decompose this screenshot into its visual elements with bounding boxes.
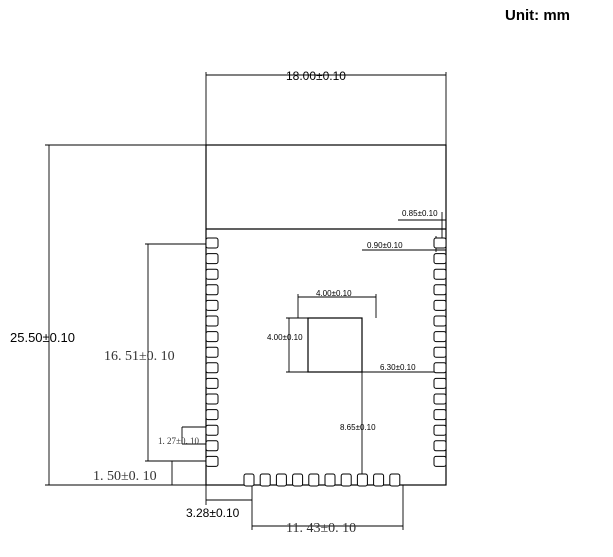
right-pin: [433, 424, 447, 436]
right-pin: [433, 377, 447, 389]
left-pin: [205, 440, 219, 452]
right-pin: [433, 393, 447, 405]
bottom-pin: [275, 473, 287, 487]
right-pin: [433, 315, 447, 327]
right-pin: [433, 253, 447, 265]
top-offset-label: 0.85±0.10: [402, 209, 438, 218]
bottom-pin: [340, 473, 352, 487]
left-pin: [205, 331, 219, 343]
width-label: 18.00±0.10: [286, 69, 346, 83]
left-pin: [205, 299, 219, 311]
left-pin: [205, 237, 219, 249]
left-pin: [205, 284, 219, 296]
module-outline: [205, 144, 447, 486]
bottom-pin: [259, 473, 271, 487]
right-pin: [433, 331, 447, 343]
bottom-pin-span-label: 11. 43±0. 10: [286, 521, 356, 536]
height-label: 25.50±0.10: [10, 330, 75, 345]
bottom-pin: [324, 473, 336, 487]
right-pin: [433, 362, 447, 374]
right-pin: [433, 409, 447, 421]
window-bottom-label: 8.65±0.10: [340, 423, 376, 432]
bottom-pin-offset-label: 1. 50±0. 10: [93, 469, 157, 484]
pad-window-height-label: 4.00±0.10: [267, 333, 303, 342]
pad-window-width-label: 4.00±0.10: [316, 289, 352, 298]
left-pin: [205, 346, 219, 358]
left-pin: [205, 455, 219, 467]
window-right-label: 6.30±0.10: [380, 363, 416, 372]
bottom-pin: [373, 473, 385, 487]
left-pin: [205, 393, 219, 405]
left-pin-span-label: 16. 51±0. 10: [104, 349, 175, 364]
pin-group: [205, 237, 447, 487]
pin-pitch-label: 1. 27±0. 10: [158, 436, 199, 446]
pad-window: [307, 317, 363, 373]
left-pin: [205, 377, 219, 389]
right-pin: [433, 440, 447, 452]
left-pin: [205, 268, 219, 280]
right-offset-label: 0.90±0.10: [367, 241, 403, 250]
bottom-pin: [308, 473, 320, 487]
left-pin: [205, 424, 219, 436]
bottom-pin: [292, 473, 304, 487]
right-pin: [433, 237, 447, 249]
bottom-pin: [243, 473, 255, 487]
right-pin: [433, 268, 447, 280]
unit-label: Unit: mm: [505, 7, 570, 24]
bottom-left-offset-label: 3.28±0.10: [186, 506, 240, 520]
left-pin: [205, 315, 219, 327]
right-pin: [433, 299, 447, 311]
right-pin: [433, 284, 447, 296]
bottom-pin: [356, 473, 368, 487]
right-pin: [433, 346, 447, 358]
bottom-pin: [389, 473, 401, 487]
left-pin: [205, 409, 219, 421]
left-pin: [205, 362, 219, 374]
right-pin: [433, 455, 447, 467]
left-pin: [205, 253, 219, 265]
